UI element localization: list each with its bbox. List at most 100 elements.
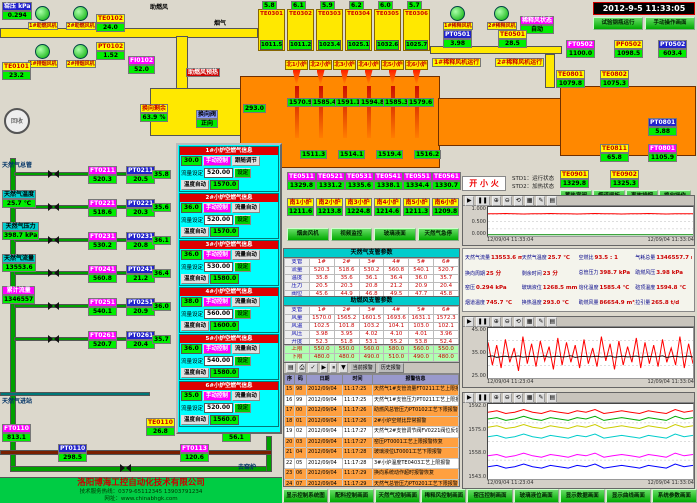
- setpoint-apply-button[interactable]: 设定: [234, 403, 252, 413]
- tag-box[interactable]: TE0541 1338.1: [374, 172, 403, 190]
- fan-unit[interactable]: 2#稀释风机: [487, 6, 517, 30]
- fan-unit[interactable]: 1#稀释风机: [443, 6, 473, 30]
- flow-auto-button[interactable]: 跟随调节: [231, 156, 260, 166]
- flow-auto-button[interactable]: 流量自动: [231, 391, 260, 401]
- tag-box[interactable]: TE0901 1329.8: [560, 170, 589, 188]
- tag-box[interactable]: FI0102 52.0: [128, 56, 156, 74]
- tag-box[interactable]: 稀释风状态 自动: [520, 16, 555, 34]
- alarm-tab[interactable]: 历史报警: [377, 363, 404, 373]
- tag-box[interactable]: PT0221 20.3: [126, 199, 156, 217]
- temp-auto-button[interactable]: 温度自动: [181, 321, 210, 331]
- tag-box[interactable]: TE0902 1325.3: [610, 170, 639, 188]
- manual-control-button[interactable]: 手动控制: [202, 297, 231, 307]
- tag-box[interactable]: FT0221 518.6: [88, 199, 117, 217]
- chart-toolbar-icon[interactable]: ⟲: [513, 392, 523, 403]
- tag-box[interactable]: 南1小炉 1211.6: [287, 198, 315, 216]
- nav-button[interactable]: 天然气控制画面: [375, 489, 421, 503]
- top-right-button[interactable]: 手动操作画面: [645, 17, 695, 30]
- alarm-toolbar-icon[interactable]: ▼: [339, 363, 348, 373]
- tag-box[interactable]: TE0102 24.0: [96, 14, 125, 32]
- chart-plot-area[interactable]: [487, 327, 694, 379]
- tag-box[interactable]: 2#稀释风机运行: [495, 58, 545, 67]
- nav-button[interactable]: 稀释风控制画面: [421, 489, 467, 503]
- burner-port[interactable]: 北2小炉: [309, 60, 332, 138]
- manual-control-button[interactable]: 手动控制: [202, 344, 231, 354]
- tag-box[interactable]: 窑压 kPa 0.294: [2, 2, 33, 20]
- tag-box[interactable]: TE0531 1335.6: [345, 172, 374, 190]
- tag-box[interactable]: 35.6: [152, 203, 171, 212]
- chart-toolbar-icon[interactable]: ✎: [536, 195, 546, 206]
- tag-box[interactable]: 助燃风预热: [186, 68, 221, 77]
- tag-box[interactable]: PT0211 20.5: [126, 166, 156, 184]
- setpoint-apply-button[interactable]: 设定: [234, 168, 252, 178]
- regenerator-te-box[interactable]: TE0301 1011.5: [258, 9, 285, 51]
- nav-button[interactable]: 显示数据画面: [559, 489, 605, 503]
- chart-toolbar-icon[interactable]: ⟲: [513, 316, 523, 327]
- alarm-tab[interactable]: 当前报警: [349, 363, 376, 373]
- chart-toolbar-icon[interactable]: ▤: [547, 195, 558, 206]
- chart-toolbar-icon[interactable]: ⊕: [491, 316, 501, 327]
- flow-auto-button[interactable]: 流量自动: [231, 250, 260, 260]
- flow-auto-button[interactable]: 流量自动: [231, 203, 260, 213]
- regenerator-te-box[interactable]: TE0306 1025.7: [403, 9, 430, 51]
- auxiliary-button[interactable]: 天然气急停: [417, 228, 459, 241]
- setpoint-apply-button[interactable]: 设定: [234, 356, 252, 366]
- alarm-toolbar-icon[interactable]: ⎙: [297, 363, 307, 373]
- tag-box[interactable]: 换向剩余 63.9 %: [140, 104, 169, 122]
- chart-toolbar-icon[interactable]: ▤: [547, 392, 558, 403]
- burner-port[interactable]: 北5小炉: [381, 60, 404, 138]
- tag-box[interactable]: FT0801 1105.9: [648, 144, 677, 162]
- flow-setpoint-value[interactable]: 520.00: [204, 168, 234, 178]
- burner-port[interactable]: 北3小炉: [333, 60, 356, 138]
- flow-setpoint-value[interactable]: 540.00: [204, 356, 234, 366]
- tag-box[interactable]: TE0521 1331.2: [316, 172, 345, 190]
- tag-box[interactable]: 1514.1: [338, 150, 366, 159]
- chart-toolbar-icon[interactable]: ▶: [465, 316, 474, 327]
- alarm-toolbar-icon[interactable]: ▤: [286, 363, 296, 373]
- tag-box[interactable]: 1511.3: [300, 150, 328, 159]
- alarm-toolbar-icon[interactable]: ▶: [319, 363, 329, 373]
- chart-toolbar-icon[interactable]: ▦: [524, 392, 535, 403]
- tag-box[interactable]: FT0251 540.1: [88, 298, 117, 316]
- nav-button[interactable]: 配料控制画面: [329, 489, 375, 503]
- chart-toolbar-icon[interactable]: ⟲: [513, 195, 523, 206]
- tag-box[interactable]: FT0110 813.1: [2, 424, 31, 442]
- tag-box[interactable]: 天然气压力 398.7 kPa: [2, 222, 40, 240]
- temp-auto-button[interactable]: 温度自动: [181, 415, 210, 425]
- chart-toolbar-icon[interactable]: ⊕: [491, 195, 501, 206]
- tag-box[interactable]: 天然气温度 25.7 ℃: [2, 190, 37, 208]
- chart-toolbar-icon[interactable]: ▦: [524, 316, 535, 327]
- flow-auto-button[interactable]: 流量自动: [231, 344, 260, 354]
- regenerator-te-box[interactable]: TE0304 1025.1: [345, 9, 372, 51]
- chart-toolbar-icon[interactable]: ✎: [536, 316, 546, 327]
- tag-box[interactable]: 35.7: [152, 335, 171, 344]
- fan-unit[interactable]: 1#排烟风机: [28, 44, 58, 68]
- tag-box[interactable]: FT0261 520.7: [88, 331, 117, 349]
- chart-plot-area[interactable]: [487, 206, 694, 237]
- tag-box[interactable]: PF0502 1098.5: [614, 40, 644, 58]
- flow-setpoint-value[interactable]: 520.00: [204, 403, 234, 413]
- tag-box[interactable]: 36.4: [152, 269, 171, 278]
- burner-port[interactable]: 北1小炉: [285, 60, 308, 138]
- tag-box[interactable]: 1#稀释风机运行: [432, 58, 482, 67]
- tag-box[interactable]: PT0251 20.9: [126, 298, 156, 316]
- chart-toolbar-icon[interactable]: ❚❚: [475, 316, 490, 327]
- setpoint-apply-button[interactable]: 设定: [234, 309, 252, 319]
- tag-box[interactable]: 5.8: [262, 1, 277, 10]
- tag-box[interactable]: PT0261 20.4: [126, 331, 156, 349]
- tag-box[interactable]: 天然气流量 13553.6: [2, 254, 37, 272]
- temp-auto-button[interactable]: 温度自动: [181, 180, 210, 190]
- auxiliary-button[interactable]: 玻璃液面: [374, 228, 416, 241]
- tag-box[interactable]: 1516.2: [414, 150, 442, 159]
- tag-box[interactable]: 累计流量 1346557: [2, 286, 36, 304]
- tag-box[interactable]: 5.7: [407, 1, 422, 10]
- regenerator-te-box[interactable]: TE0302 1011.2: [287, 9, 314, 51]
- nav-button[interactable]: 显示控制系统图: [283, 489, 329, 503]
- tag-box[interactable]: PT0502 603.4: [658, 40, 688, 58]
- auxiliary-button[interactable]: 视频监控: [330, 228, 372, 241]
- tag-box[interactable]: PT0241 21.2: [126, 265, 156, 283]
